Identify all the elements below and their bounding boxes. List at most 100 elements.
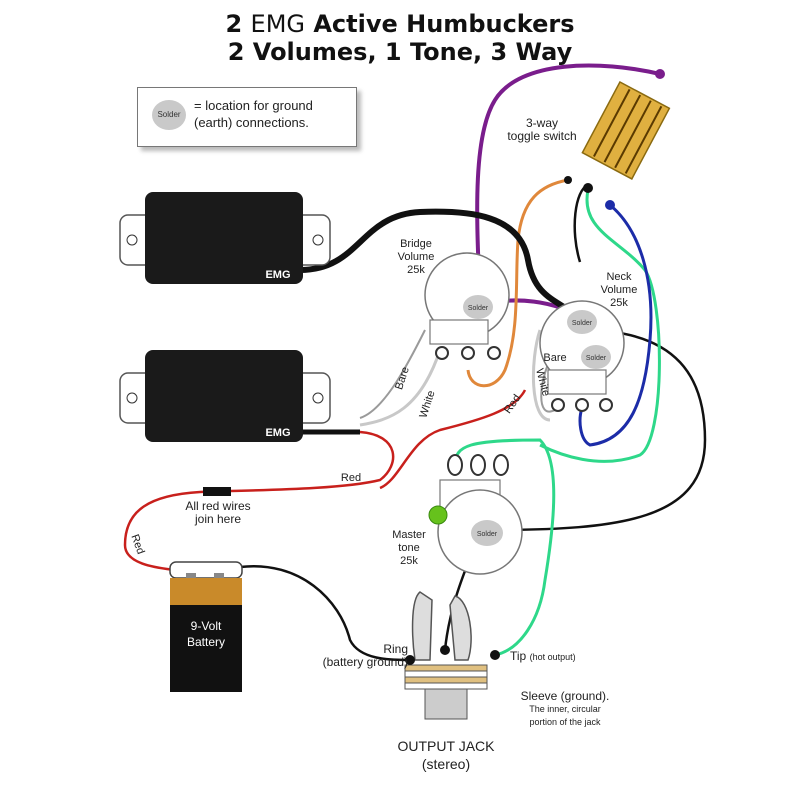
- jack-tip-solder: [490, 650, 500, 660]
- jack-tip-lug: [449, 595, 472, 661]
- bridge-pot-lug-2: [461, 346, 475, 360]
- switch-lug-3: [605, 200, 615, 210]
- title-pickups: Active Humbuckers: [313, 10, 575, 38]
- purple-wire: [475, 63, 661, 306]
- switch-label-line1: 3-way: [525, 116, 558, 130]
- red-join-label: All red wires join here: [172, 500, 264, 526]
- tone-capacitor: [428, 505, 448, 525]
- neck-pot-solder-icon-2: [581, 345, 611, 369]
- switch-label: 3-way toggle switch: [498, 117, 586, 143]
- neck-volume-label-line2: Volume: [600, 284, 638, 296]
- neck-bare-label: Bare: [543, 352, 567, 364]
- neck-pickup: EMG: [119, 350, 331, 442]
- battery-terminal-2: [214, 573, 224, 581]
- battery-label-1: 9-Volt: [191, 619, 222, 633]
- battery-terminal-1: [186, 573, 196, 581]
- red-wire-bridge: [379, 389, 527, 490]
- ring-label-line2: (battery ground): [322, 655, 408, 669]
- bridge-pot-bracket: [429, 319, 489, 345]
- red-join-label-line2: join here: [194, 512, 242, 526]
- battery-label-2: Battery: [187, 635, 225, 649]
- switch-lug-2: [583, 183, 593, 193]
- battery-body: [170, 605, 242, 692]
- diagram-title-line2: 2 Volumes, 1 Tone, 3 Way: [227, 38, 573, 66]
- solder-legend-icon: Solder: [152, 100, 186, 130]
- neck-pickup-screw-left: [126, 392, 138, 404]
- neck-pot-lug-2: [575, 398, 589, 412]
- output-jack-label: OUTPUT JACK (stereo): [376, 737, 516, 773]
- tone-pot-solder-icon: [471, 520, 503, 546]
- green-wire-tip: [453, 438, 556, 657]
- diagram-title-line1: 2 EMG Active Humbuckers: [0, 10, 800, 38]
- bridge-pickup-black-wire: [299, 208, 585, 323]
- jack-insulator-1: [404, 664, 488, 672]
- red-label-neck: Red: [340, 472, 362, 484]
- neck-pot-solder-icon-1: [567, 310, 597, 334]
- bridge-pickup-logo: EMG: [265, 269, 290, 281]
- switch-blade-1: [593, 88, 631, 157]
- sleeve-label-line3: portion of the jack: [529, 717, 601, 727]
- jack-ring-solder: [405, 655, 415, 665]
- neck-pot-lug-1: [551, 398, 565, 412]
- title-brand: EMG: [250, 10, 305, 38]
- white-wire-neck: [532, 329, 551, 422]
- battery: 9-Volt Battery: [169, 561, 243, 692]
- toggle-switch: [581, 80, 671, 180]
- tone-pot-lug-1: [447, 454, 463, 476]
- neck-volume-label-line1: Neck: [606, 271, 632, 283]
- master-tone-label-line3: 25k: [400, 555, 418, 567]
- tip-label-text: Tip: [510, 649, 527, 663]
- jack-ring-lug: [411, 591, 433, 661]
- bridge-volume-label: Bridge Volume 25k: [385, 238, 447, 277]
- legend-text-line1: = location for ground: [194, 98, 313, 113]
- red-wire-join: [203, 487, 231, 496]
- sleeve-label-line1: Sleeve (ground).: [520, 689, 610, 703]
- legend-box: Solder = location for ground (earth) con…: [137, 87, 357, 147]
- bridge-pickup-logo-plate: [212, 265, 300, 281]
- legend-text: = location for ground (earth) connection…: [194, 97, 344, 131]
- output-jack-label-line1: OUTPUT JACK: [397, 738, 495, 754]
- green-wire-neck: [539, 189, 661, 463]
- tip-label-note: (hot output): [529, 652, 576, 662]
- switch-lug-1: [564, 176, 572, 184]
- orange-wire: [466, 178, 569, 388]
- white-wire-bridge: [359, 349, 442, 427]
- jack-insulator-4: [404, 682, 488, 690]
- neck-pot-solder-label-2: Solder: [586, 355, 607, 362]
- battery-top: [170, 578, 242, 608]
- master-tone-label-line2: tone: [398, 542, 420, 554]
- jack-sleeve: [424, 688, 468, 720]
- red-join-label-line1: All red wires: [185, 499, 251, 513]
- bare-wire-bridge: [359, 329, 426, 419]
- title-number: 2: [225, 10, 243, 38]
- bridge-volume-pot: Solder: [424, 252, 510, 360]
- neck-pot-lug-3: [599, 398, 613, 412]
- switch-blade-3: [614, 100, 652, 169]
- neck-pickup-screw-right: [312, 392, 324, 404]
- neck-pot-solder-label-1: Solder: [572, 320, 593, 327]
- bridge-volume-label-line1: Bridge: [400, 238, 432, 250]
- tone-pot-solder-label: Solder: [477, 531, 498, 538]
- bridge-pickup-screw-left: [126, 234, 138, 246]
- bridge-pot-lug-1: [435, 346, 449, 360]
- bridge-pickup-screw-right: [312, 234, 324, 246]
- switch-blade-4: [624, 105, 663, 174]
- bridge-volume-label-line3: 25k: [407, 264, 425, 276]
- tone-pot-lug-3: [493, 454, 509, 476]
- bridge-pickup: EMG: [119, 192, 331, 284]
- ring-label-line1: Ring: [383, 642, 408, 656]
- neck-pickup-logo: EMG: [265, 427, 290, 439]
- sleeve-label-line2: The inner, circular: [529, 704, 601, 714]
- switch-blade-2: [603, 94, 642, 163]
- ring-label: Ring (battery ground): [308, 643, 408, 669]
- switch-label-line2: toggle switch: [507, 129, 577, 143]
- neck-volume-label: Neck Volume 25k: [588, 271, 650, 310]
- switch-lug-top: [655, 69, 665, 79]
- neck-volume-pot: Solder Solder: [539, 300, 625, 412]
- bridge-pot-lug-3: [487, 346, 501, 360]
- tip-label: Tip (hot output): [510, 650, 620, 664]
- bridge-pot-solder-label: Solder: [468, 305, 489, 312]
- battery-black-wire: [239, 564, 411, 662]
- battery-clip: [169, 561, 243, 579]
